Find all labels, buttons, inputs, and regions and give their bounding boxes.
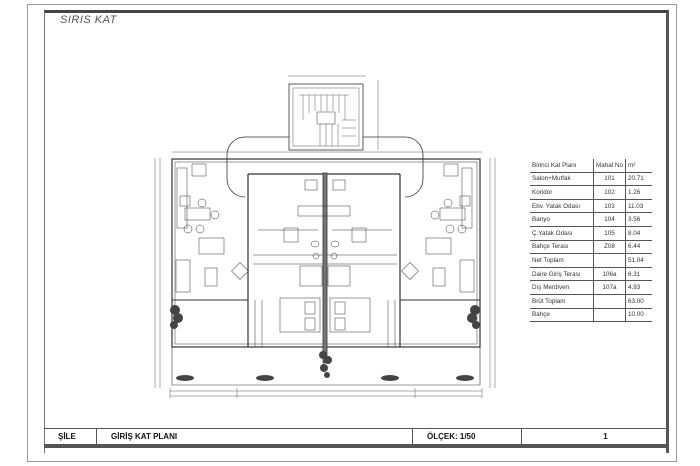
room-area: 11.03	[624, 199, 652, 214]
room-name: Dış Merdiven	[530, 280, 594, 295]
room-no: 101	[593, 172, 626, 187]
room-name: Bahçe Terası	[530, 240, 594, 255]
location-label: ŞİLE	[44, 429, 97, 444]
header-area: m²	[624, 159, 652, 173]
handwritten-note: SIRIS KAT	[60, 14, 117, 26]
room-name: Bahçe	[530, 308, 594, 323]
room-name: Ç.Yatak Odası	[530, 226, 594, 241]
table-header-row: Birinci Kat Planı Mahal No m²	[530, 159, 652, 173]
outer-border	[27, 4, 677, 462]
room-no	[593, 253, 626, 268]
sheet-number: 1	[603, 432, 608, 441]
area-schedule-table: Birinci Kat Planı Mahal No m² Salon+Mutf…	[530, 159, 652, 323]
header-room: Birinci Kat Planı	[530, 159, 594, 173]
plant-symbols	[170, 305, 480, 381]
room-area: 20.71	[624, 172, 652, 187]
scale-label: ÖLÇEK: 1/50	[413, 429, 522, 444]
room-area: 4.93	[624, 280, 652, 295]
drawing-sheet	[44, 10, 669, 453]
room-name: Net Toplam	[530, 253, 594, 268]
room-no: 104	[593, 212, 626, 227]
room-no	[593, 294, 626, 309]
room-name: Banyo	[530, 212, 594, 227]
room-area: 1.26	[624, 185, 652, 200]
room-name: Brüt Toplam	[530, 294, 594, 309]
title-block: ŞİLE GİRİŞ KAT PLANI ÖLÇEK: 1/50 1	[44, 428, 669, 448]
header-room-no: Mahal No	[593, 159, 626, 173]
room-no: 105	[593, 226, 626, 241]
dimension-lines	[154, 151, 496, 398]
table-row: Bahçe 10.00	[530, 308, 652, 323]
room-area: 6.31	[624, 267, 652, 282]
room-no: 102	[593, 185, 626, 200]
drawing-title: GİRİŞ KAT PLANI	[97, 429, 413, 444]
table-row: Net Toplam 51.04	[530, 253, 652, 268]
room-area: 51.04	[624, 253, 652, 268]
room-no	[593, 308, 626, 323]
room-no: 103	[593, 199, 626, 214]
room-name: Ebv. Yatak Odası	[530, 199, 594, 214]
room-area: 6.44	[624, 240, 652, 255]
room-no: Z08	[593, 240, 626, 255]
room-area: 8.04	[624, 226, 652, 241]
entrance-balcony	[226, 136, 424, 198]
room-name: Koridor	[530, 185, 594, 200]
room-area: 63.00	[624, 294, 652, 309]
bedroom-bath-fixtures	[279, 179, 371, 333]
room-name: Daire Giriş Terası	[530, 267, 594, 282]
room-no: 106a	[593, 267, 626, 282]
building-outline	[171, 158, 481, 386]
kitchen-fixtures	[176, 163, 473, 234]
room-area: 3.56	[624, 212, 652, 227]
table-row: Brüt Toplam 63.00	[530, 294, 652, 309]
room-no: 107a	[593, 280, 626, 295]
room-name: Salon+Mutfak	[530, 172, 594, 187]
room-area: 10.00	[624, 308, 652, 323]
living-furniture	[175, 237, 475, 293]
staircase	[288, 75, 379, 151]
